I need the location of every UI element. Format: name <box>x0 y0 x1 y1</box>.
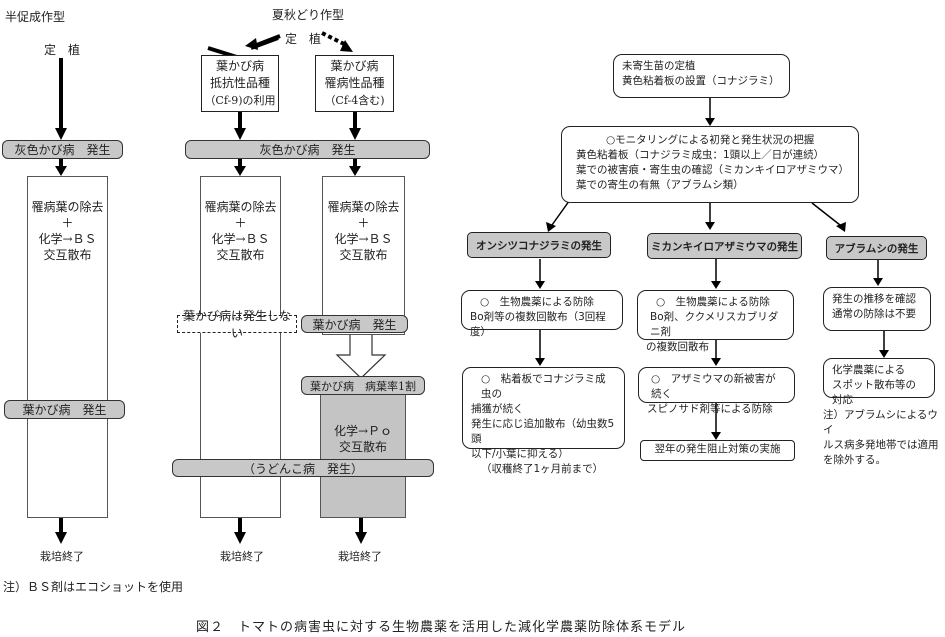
bs-agent-note: 注）ＢＳ剤はエコショットを使用 <box>3 580 184 594</box>
hollow-down-arrow <box>335 332 387 379</box>
semi-forcing-title: 半促成作型 <box>5 10 66 24</box>
monitoring-box: ○モニタリングによる初発と発生状況の把握 黄色粘着板（コナジラミ成虫：1頭以上／… <box>561 126 859 203</box>
summer-autumn-gray-mold-bar: 灰色かび病 発生 <box>185 140 430 159</box>
aphid-header: アブラムシの発生 <box>826 236 927 260</box>
solid-planting-arrow <box>253 34 281 48</box>
whitefly-header: オンシツコナジラミの発生 <box>467 232 611 258</box>
resistant-end-label: 栽培終了 <box>220 550 264 563</box>
susceptible-treatment-column: 罹病葉の除去 ＋ 化学→ＢＳ 交互散布 <box>322 176 405 335</box>
summer-autumn-leaf-mold-bar: 葉かび病 発生 <box>301 315 408 333</box>
summer-autumn-planting-label: 定 植 <box>285 32 322 46</box>
semi-forcing-treatment-column: 罹病葉の除去 ＋ 化学→ＢＳ 交互散布 <box>27 176 108 518</box>
semi-forcing-gray-mold-bar: 灰色かび病 発生 <box>2 140 123 159</box>
thrips-header: ミカンキイロアザミウマの発生 <box>647 233 802 259</box>
semi-forcing-leaf-mold-bar: 葉かび病 発生 <box>4 400 125 419</box>
right-arrowheads <box>535 118 889 440</box>
summer-autumn-title: 夏秋どり作型 <box>272 8 345 22</box>
aphid-step1-box: 発生の推移を確認 通常の防除は不要 <box>823 287 931 331</box>
dashed-planting-arrow <box>321 31 347 47</box>
figure-caption: 図２ トマトの病害虫に対する生物農薬を活用した減化学農薬防除体系モデル <box>196 620 687 635</box>
whitefly-step2-box: ○ 粘着板でコナジラミ成虫の 捕獲が続く 発生に応じ追加散布（幼虫数5頭 以下/… <box>462 367 625 475</box>
thrips-step2-box: ○ アザミウマの新被害が続く スピノサド剤等による防除 <box>638 367 795 415</box>
leaf-mold-rate-bar: 葉かび病 病葉率1割 <box>301 376 425 395</box>
semi-forcing-end-label: 栽培終了 <box>40 550 84 563</box>
thrips-step1-box: ○ 生物農薬による防除 Bo剤、ククメリスカブリダニ剤 の複数回散布 <box>637 290 794 353</box>
susceptible-end-label: 栽培終了 <box>338 550 382 563</box>
semi-forcing-treatment-text: 罹病葉の除去 ＋ 化学→ＢＳ 交互散布 <box>31 200 104 262</box>
powdery-mildew-bar: （うどんこ病 発生） <box>172 459 434 477</box>
right-connectors <box>539 98 885 434</box>
no-leaf-mold-bar: 葉かび病は発生しない <box>177 309 297 340</box>
semi-forcing-planting-label: 定 植 <box>44 43 81 57</box>
aphid-step2-box: 化学農薬による スポット散布等の対応 <box>823 358 935 406</box>
po-treatment-column: 化学→Ｐｏ 交互散布 <box>320 394 406 518</box>
resistant-variety-box: 葉かび病 抵抗性品種 （Cf-9)の利用 <box>201 55 279 112</box>
thrips-step3-box: 翌年の発生阻止対策の実施 <box>640 440 795 461</box>
aphid-note: 注）アブラムシによるウイ ルス病多発地帯では適用 を除外する。 <box>823 409 939 466</box>
whitefly-step1-box: ○ 生物農薬による防除 Bo剤等の複数回散布（3回程度） <box>461 290 623 338</box>
start-box: 未寄生苗の定植 黄色粘着板の設置（コナジラミ） <box>613 54 790 98</box>
susceptible-variety-box: 葉かび病 罹病性品種 （Cf-4含む) <box>315 55 394 112</box>
